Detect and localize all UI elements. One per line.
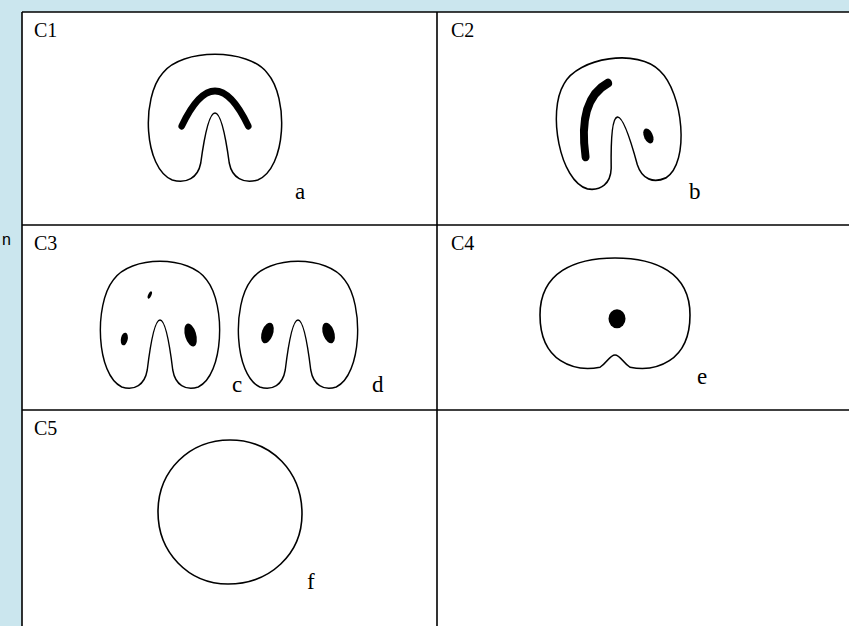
cell-label: C5 <box>34 418 57 438</box>
cell-label: C1 <box>34 20 57 40</box>
section-shape <box>548 50 688 193</box>
cell-label: C4 <box>451 233 474 253</box>
figure-letter: d <box>372 373 384 396</box>
table-cell: C1 a <box>22 12 437 225</box>
table-cell: C4 e <box>437 225 849 410</box>
section-shape <box>100 261 219 388</box>
section-shape <box>540 258 690 368</box>
grid-lines <box>22 12 849 626</box>
section-shape <box>148 54 281 181</box>
edge-fragment: n <box>2 232 11 248</box>
cell-label: C2 <box>451 20 474 40</box>
table-cell: C3 c d <box>22 225 437 410</box>
section-shape <box>158 440 302 584</box>
table-ground <box>22 12 849 626</box>
table-cell: C5 f <box>22 410 437 626</box>
figure-letter: b <box>689 180 701 203</box>
section-shape <box>238 261 357 388</box>
figure-letter: c <box>232 373 242 396</box>
figure-letter: a <box>295 180 305 203</box>
cell-label: C3 <box>34 233 57 253</box>
table-cell: C2 b <box>437 12 849 225</box>
figure-letter: f <box>307 570 315 593</box>
figure-letter: e <box>697 365 707 388</box>
